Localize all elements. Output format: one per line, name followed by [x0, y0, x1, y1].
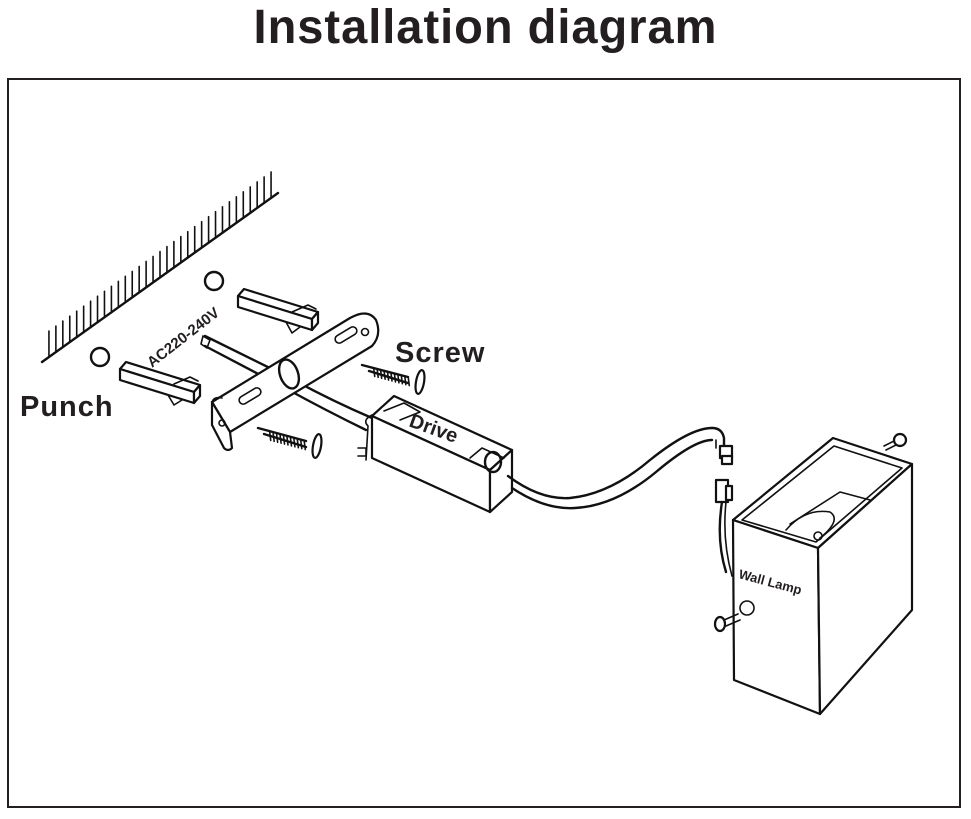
- screw-thread-line: [275, 433, 279, 444]
- wall-anchor-lower-icon: [118, 360, 202, 406]
- punch-label: Punch: [20, 391, 114, 423]
- screw-thread-line: [300, 439, 303, 450]
- screw-thread-line: [286, 436, 289, 446]
- screw-thread-line: [397, 374, 400, 384]
- lamp-screw-side-icon: [713, 600, 755, 633]
- screw-upper-icon: [360, 363, 426, 395]
- output-cable-icon: [506, 426, 726, 510]
- wall-icon: [40, 171, 280, 364]
- wall-lamp-icon: [731, 436, 914, 716]
- screw-label: Screw: [395, 337, 485, 369]
- drill-hole-lower: [89, 346, 111, 368]
- screw-thread-line: [268, 431, 272, 442]
- screw-thread-line: [296, 438, 300, 449]
- screw-thread-line: [303, 440, 307, 451]
- wall-anchor-upper-icon: [236, 287, 320, 334]
- lamp-screw-top-icon: [883, 432, 908, 451]
- screw-thread-line: [379, 369, 383, 380]
- screw-thread-line: [293, 438, 296, 448]
- screw-thread-line: [407, 376, 411, 387]
- screw-thread-line: [386, 371, 390, 381]
- screw-thread-line: [404, 375, 407, 386]
- screw-thread-line: [390, 372, 393, 382]
- screw-thread-line: [282, 435, 286, 445]
- connector-plug-icon: [714, 444, 734, 577]
- screw-thread-line: [400, 374, 404, 385]
- mounting-bracket-icon: [210, 312, 380, 452]
- screw-thread-line: [279, 434, 282, 444]
- screw-lower-icon: [256, 426, 323, 459]
- diagram-frame: [7, 78, 961, 808]
- screw-thread-line: [376, 368, 379, 379]
- screw-thread-line: [272, 432, 275, 443]
- driver-box-icon: [357, 394, 514, 514]
- screw-thread-line: [289, 437, 293, 447]
- screw-thread-line: [393, 373, 397, 383]
- screw-thread-line: [372, 367, 376, 378]
- screw-thread-line: [383, 370, 386, 380]
- diagram-title: Installation diagram: [253, 1, 718, 54]
- drill-hole-upper: [203, 270, 225, 292]
